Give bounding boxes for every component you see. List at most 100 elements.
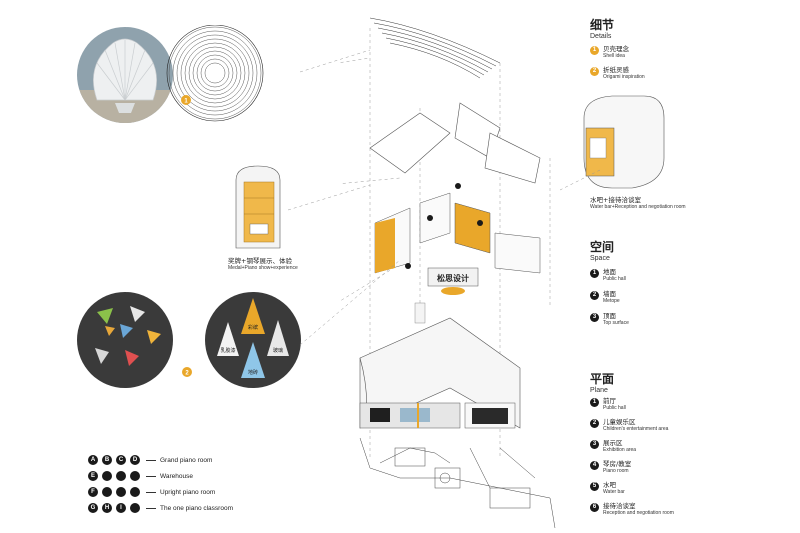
space-item-number: 2 [590, 291, 599, 300]
plane-item-cn: 琴房/教室 [603, 460, 632, 468]
legend-dot-icon [102, 487, 112, 497]
plane-item-en: Water bar [603, 489, 625, 495]
plane-item-en: Piano room [603, 468, 629, 474]
space-item-en: Public hall [603, 276, 626, 282]
signage-text: 松思设计 [437, 273, 469, 283]
details-subtitle: Details [590, 33, 612, 40]
legend-letter-icon: B [102, 455, 112, 465]
legend-text: Upright piano room [160, 488, 216, 496]
legend-dash [146, 507, 156, 509]
wall-markers [405, 183, 483, 269]
space-subtitle: Space [590, 255, 610, 262]
legend-letter-icon: E [88, 471, 98, 481]
legend-letter-icon: F [88, 487, 98, 497]
water-bar-label-cn: 水吧+接待洽谈室 [590, 196, 641, 204]
plane-item-cn: 水吧 [603, 481, 616, 489]
medal-label-cn: 奖牌+钢琴展示、体验 [228, 257, 292, 265]
legend-row: E Warehouse [88, 471, 193, 481]
legend-letter-icon: I [116, 503, 126, 513]
space-item-cn: 地面 [603, 268, 616, 276]
plane-item-cn: 前厅 [603, 397, 616, 405]
plane-item-en: Public hall [603, 405, 626, 411]
plane-item-cn: 展示区 [603, 439, 623, 447]
signage-block [427, 267, 479, 287]
tri-label-0: 彩缤 [248, 324, 258, 331]
marker-1-shell [181, 95, 191, 105]
marker-2-label: 2 [185, 371, 189, 377]
space-item-en: Top surface [603, 320, 629, 326]
legend-row: A B C D Grand piano room [88, 455, 212, 465]
origami-concept-group: 2 彩缤 乳胶漆 玻璃 地砖 [77, 292, 301, 388]
plane-item: 2 儿童娱乐区 Children's entertainment area [590, 418, 668, 432]
space-item-cn: 顶面 [603, 312, 616, 320]
arc-frame [166, 25, 264, 122]
details-item-number: 1 [590, 46, 599, 55]
plane-item: 5 水吧 Water bar [590, 481, 625, 495]
main-structure [359, 317, 521, 429]
plane-item-cn: 儿童娱乐区 [603, 418, 636, 426]
water-bar-label-en: Water bar+Reception and negotiation room [590, 204, 686, 210]
plane-item-cn: 接待洽谈室 [603, 502, 636, 510]
details-item: 1 贝壳理念 Shell idea [590, 45, 629, 59]
legend-row: G H I The one piano classroom [88, 503, 233, 513]
legend-text: Grand piano room [160, 456, 213, 464]
details-item-en: Origami inspiration [603, 74, 645, 80]
tri-yellow [241, 298, 265, 334]
space-item-number: 1 [590, 269, 599, 278]
details-title: 细节 [590, 18, 615, 32]
plane-item-number: 6 [590, 503, 599, 512]
tri-label-1: 乳胶漆 [220, 347, 235, 354]
legend-letter-icon: D [130, 455, 140, 465]
medal-display-cabinet [235, 165, 281, 249]
details-header: 细节 Details [590, 18, 614, 41]
plane-header: 平面 Plane [590, 372, 614, 395]
plane-item-en: Reception and negotiation room [603, 510, 674, 516]
concentric-arcs-drawing [168, 26, 262, 120]
water-bar-callout: 水吧+接待洽谈室 Water bar+Reception and negotia… [590, 196, 686, 210]
plane-item: 4 琴房/教室 Piano room [590, 460, 631, 474]
tri-white [217, 322, 239, 356]
wall-layer [374, 192, 541, 274]
tri-label-2: 玻璃 [273, 347, 283, 354]
legend-dot-icon [130, 503, 140, 513]
details-item-en: Shell idea [603, 53, 625, 59]
details-item-cn: 折纸灵感 [603, 66, 629, 74]
legend-letter-icon: C [116, 455, 126, 465]
marker-1-label: 1 [184, 99, 188, 105]
space-item-cn: 墙面 [603, 290, 616, 298]
triangle-disc [205, 292, 301, 388]
plane-item-en: Children's entertainment area [603, 426, 669, 432]
tri-label-3: 地砖 [248, 369, 258, 376]
shell-canopy [369, 17, 501, 79]
space-header: 空间 Space [590, 240, 614, 263]
signage-base [441, 287, 465, 295]
legend-dot-icon [116, 487, 126, 497]
plane-item-number: 5 [590, 482, 599, 491]
legend-row: F Upright piano room [88, 487, 215, 497]
space-item-en: Metope [603, 298, 620, 304]
plane-item-number: 2 [590, 419, 599, 428]
details-item: 2 折纸灵感 Origami inspiration [590, 66, 645, 80]
origami-birds [95, 306, 161, 366]
plane-title: 平面 [590, 372, 615, 386]
plane-item-number: 1 [590, 398, 599, 407]
space-title: 空间 [590, 240, 615, 254]
legend-dot-icon [116, 471, 126, 481]
tri-grey [267, 320, 289, 356]
legend-dash [146, 475, 156, 477]
space-item: 1 地面 Public hall [590, 268, 626, 282]
plane-item: 6 接待洽谈室 Reception and negotiation room [590, 502, 674, 516]
legend-dot-icon [102, 471, 112, 481]
legend-letter-icon: H [102, 503, 112, 513]
details-item-cn: 贝壳理念 [603, 45, 629, 53]
plane-item-number: 4 [590, 461, 599, 470]
legend-dot-icon [130, 487, 140, 497]
water-bar-pavilion [583, 95, 665, 189]
plane-subtitle: Plane [590, 387, 608, 394]
plane-item: 1 前厅 Public hall [590, 397, 626, 411]
column [414, 302, 426, 324]
plane-item-number: 3 [590, 440, 599, 449]
projection-lines [340, 28, 551, 458]
tri-blue [241, 342, 265, 378]
